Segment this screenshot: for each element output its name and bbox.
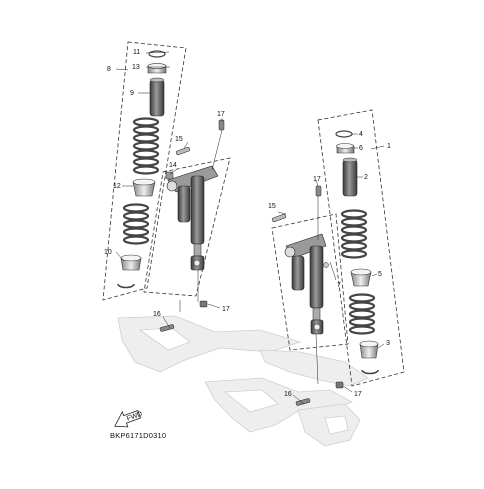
callout-6: 6 [359, 145, 363, 152]
leader-lines [115, 51, 385, 405]
swing-arm-frame [117, 315, 369, 447]
upper-spring-right [340, 209, 368, 259]
retainer-clip-left [117, 283, 135, 289]
bolt-16-left [159, 324, 175, 332]
callout-16-right: 16 [284, 391, 292, 398]
diagram-code: BKP6171D0310 [110, 431, 167, 440]
lower-spring-left [122, 203, 150, 245]
callout-14: 14 [169, 162, 177, 169]
callout-3: 3 [386, 340, 390, 347]
front-direction-arrow: FWD [114, 409, 143, 428]
bolt-17-top-right [315, 185, 322, 197]
bolt-15-left [175, 146, 191, 156]
bolt-14 [165, 171, 174, 180]
callout-labels: 11 8 13 9 15 14 12 17 10 16 17 4 1 6 17 … [104, 49, 391, 398]
right-spring-assembly [335, 130, 379, 375]
callout-17-bottom-right: 17 [354, 391, 362, 398]
callout-12: 12 [113, 183, 121, 190]
lower-spring-right [348, 293, 376, 335]
callout-15-right: 15 [268, 203, 276, 210]
group-outlines [102, 41, 405, 387]
callout-1: 1 [387, 143, 391, 150]
nut-17-mid-left [199, 300, 208, 308]
callout-11: 11 [133, 49, 140, 56]
callout-7: 7 [337, 282, 341, 289]
retainer-clip-right [361, 369, 379, 375]
left-spring-assembly [117, 50, 167, 289]
circlip-4 [335, 130, 353, 138]
left-spring-group-outline [102, 41, 187, 301]
right-spring-group-outline [317, 109, 405, 387]
callout-4: 4 [359, 131, 363, 138]
circlip-11 [148, 50, 166, 58]
right-damper-group-outline [271, 213, 349, 351]
callout-17-mid-left: 17 [222, 306, 230, 313]
callout-17-top-left: 17 [217, 111, 225, 118]
bolt-16-right [295, 398, 311, 406]
bump-rubber-9 [149, 79, 165, 117]
callout-8: 8 [107, 66, 111, 73]
nut-17-bottom-right [335, 381, 344, 389]
callout-10: 10 [104, 249, 112, 256]
bolt-17-top-left [218, 119, 225, 131]
right-damper-body [271, 185, 344, 406]
callout-13: 13 [132, 64, 140, 71]
bump-rubber-2 [342, 159, 358, 197]
left-damper-body [159, 119, 225, 332]
callout-17-top-right: 17 [313, 176, 321, 183]
callout-5: 5 [378, 271, 382, 278]
callout-9: 9 [130, 90, 134, 97]
bolt-15-right [271, 213, 287, 223]
callout-2: 2 [364, 174, 368, 181]
fwd-label: FWD [126, 411, 143, 423]
callout-15-left: 15 [175, 136, 183, 143]
callout-16-left: 16 [153, 311, 161, 318]
upper-spring-left [132, 117, 160, 175]
left-damper-group-outline [143, 157, 231, 297]
